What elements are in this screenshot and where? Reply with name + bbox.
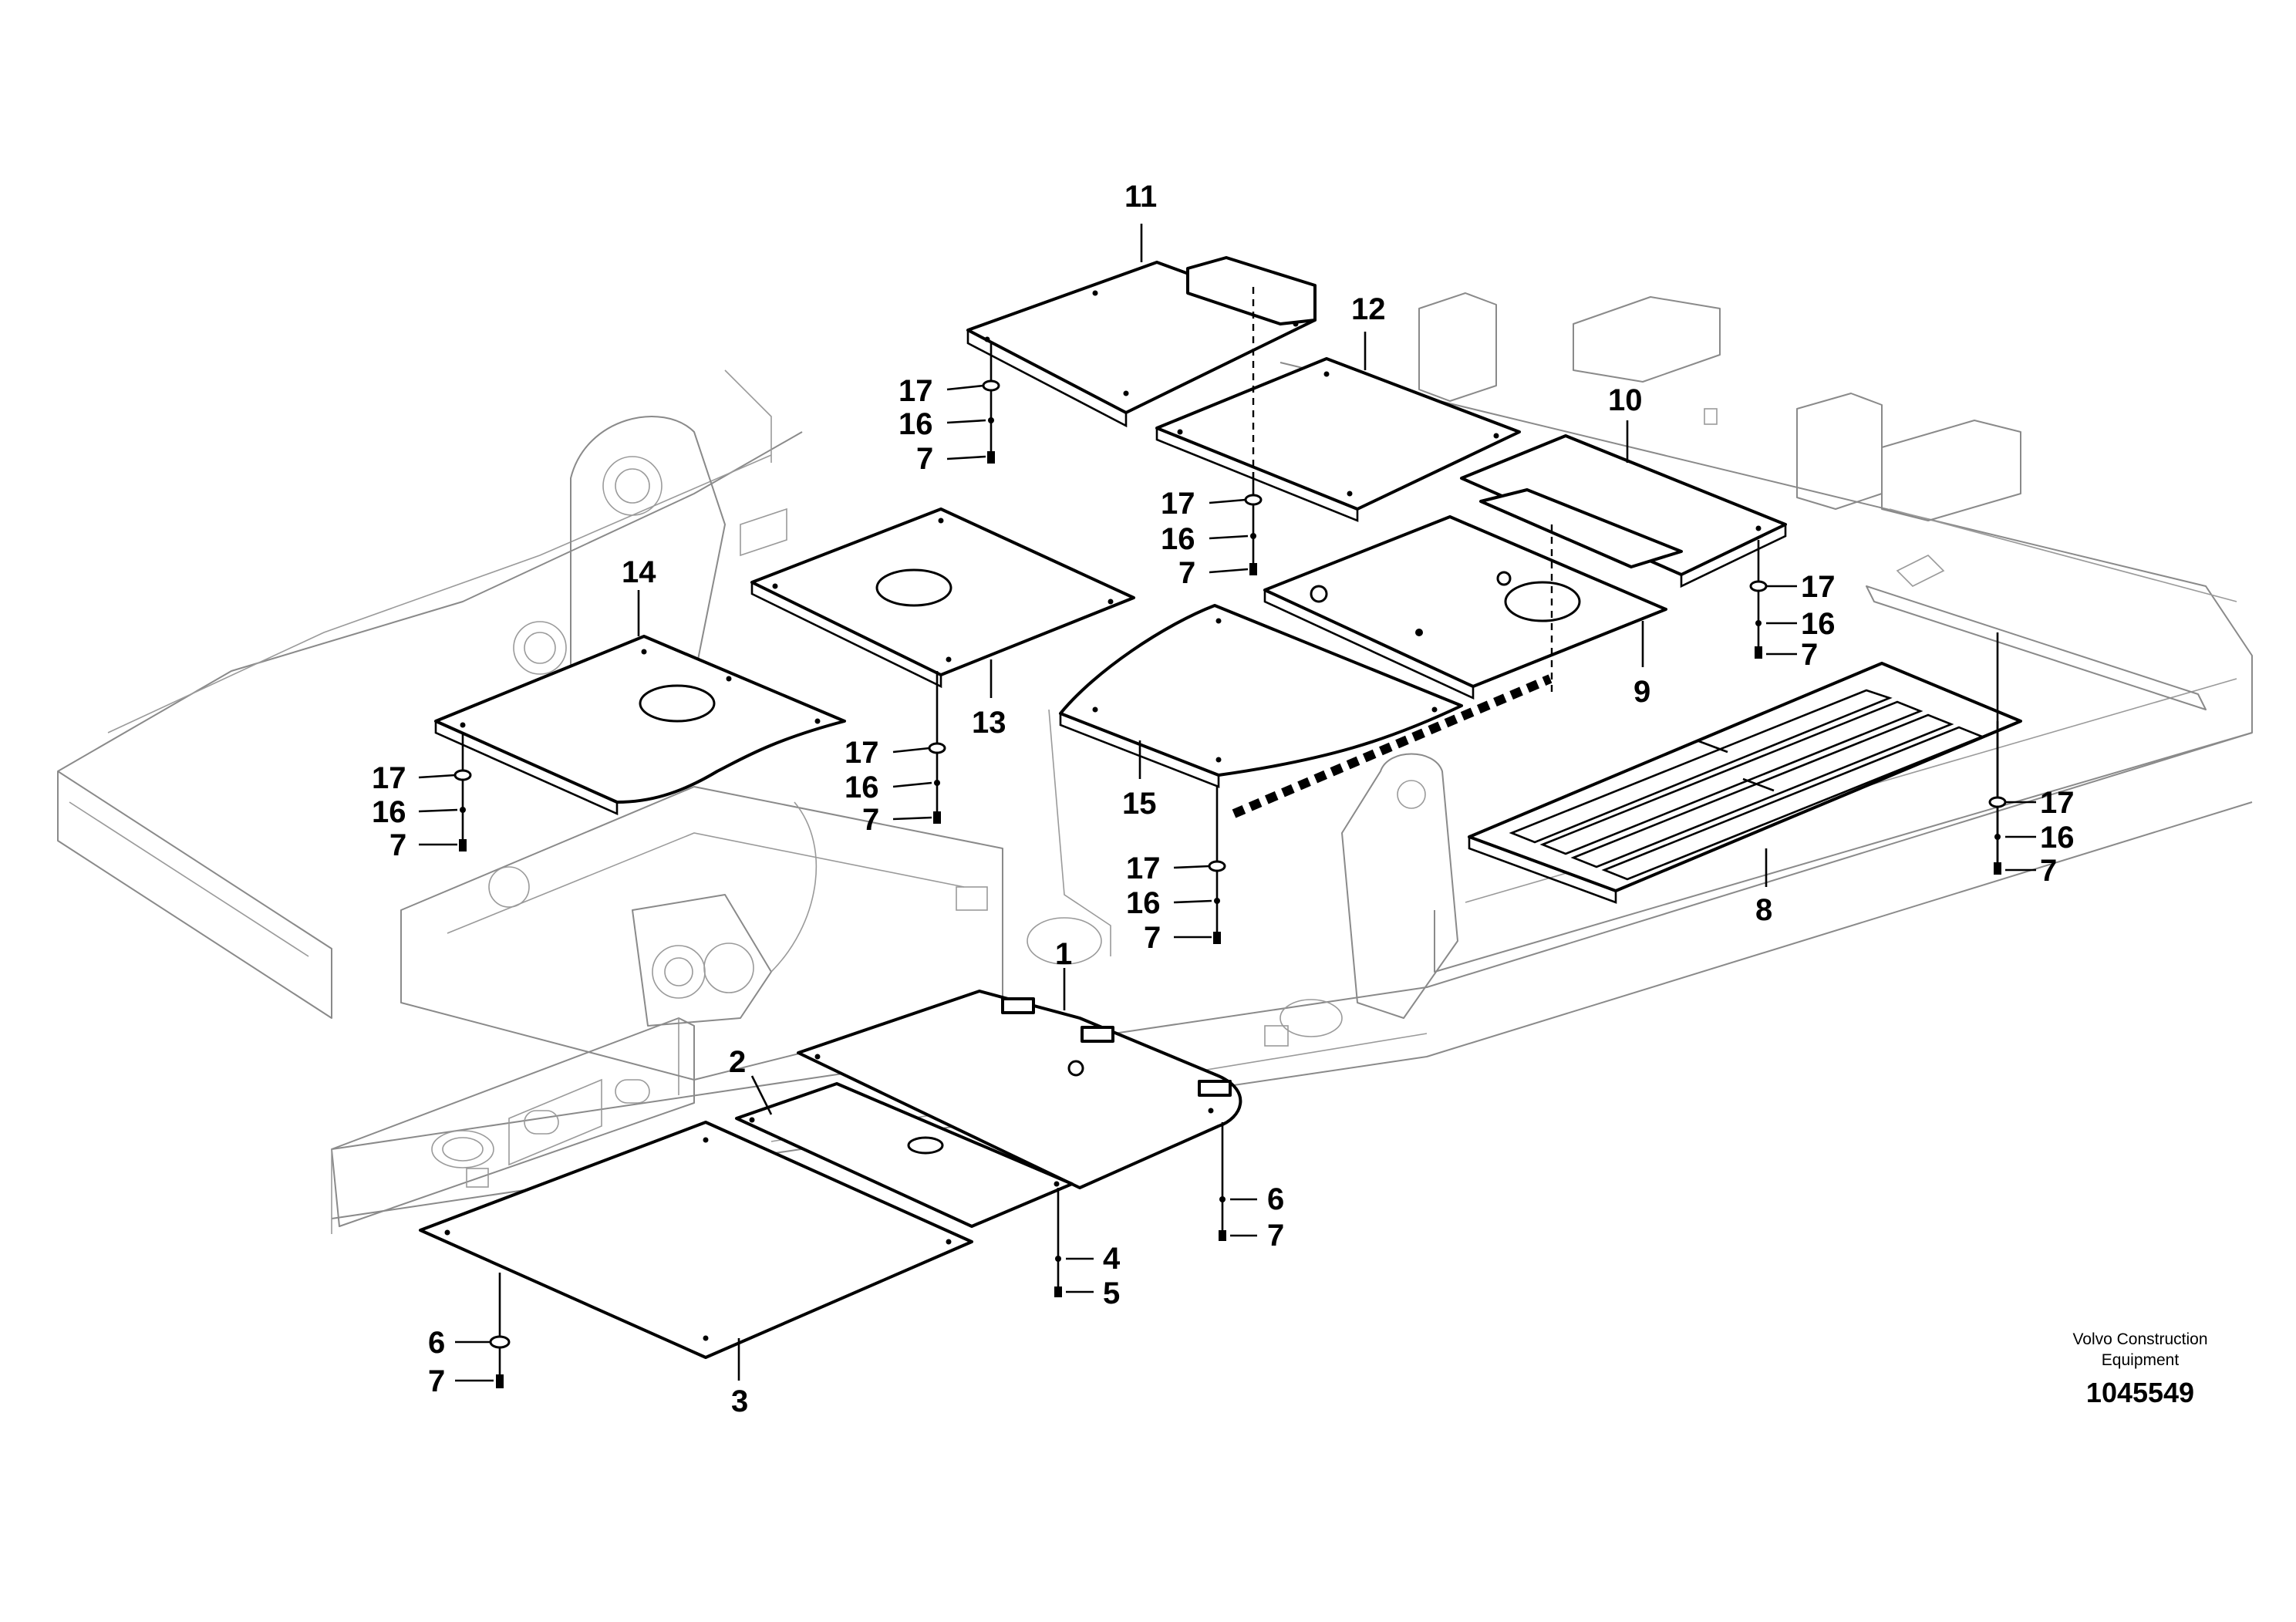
label-part-16-b: 16 (1161, 522, 1195, 556)
part-13-panel (750, 508, 1135, 689)
label-part-16-g: 16 (2040, 821, 2075, 855)
document-number: 1045549 (2086, 1377, 2194, 1408)
part-9-panel (1263, 515, 1667, 700)
part-3-panel (419, 1121, 973, 1359)
label-part-16-a: 16 (899, 407, 933, 441)
label-part-14: 14 (622, 555, 656, 589)
label-part-17-b: 17 (1161, 487, 1195, 521)
part-8-grille (1468, 662, 2022, 904)
label-part-16-e: 16 (372, 795, 406, 829)
brand-block: Volvo Construction Equipment 1045549 (2072, 1330, 2207, 1408)
label-part-13: 13 (972, 706, 1006, 740)
label-part-15: 15 (1122, 787, 1157, 821)
part-11-panel (966, 256, 1317, 428)
label-part-12: 12 (1351, 292, 1386, 326)
label-part-17-f: 17 (1126, 851, 1161, 885)
label-part-17-g: 17 (2040, 786, 2075, 820)
callout-labels: 11 12 10 9 13 14 15 8 1 2 3 4 5 6 7 6 7 … (372, 180, 2075, 1418)
brand-line-1: Volvo Construction (2072, 1330, 2207, 1348)
label-part-1: 1 (1055, 937, 1072, 971)
label-part-9: 9 (1633, 675, 1650, 709)
label-part-7-c: 7 (1801, 638, 1818, 672)
label-part-16-c: 16 (1801, 607, 1836, 641)
part-2-panel (735, 1082, 1074, 1228)
dashed-edge-15 (1232, 674, 1553, 818)
part-14-panel (434, 635, 846, 816)
label-part-7-left: 7 (428, 1364, 445, 1398)
label-part-16-f: 16 (1126, 886, 1161, 920)
label-part-10: 10 (1608, 383, 1643, 417)
label-part-7-d: 7 (862, 803, 879, 837)
label-part-4: 4 (1103, 1242, 1121, 1276)
label-part-11: 11 (1124, 180, 1157, 214)
label-part-7-a: 7 (916, 442, 933, 476)
label-part-6-left: 6 (428, 1326, 445, 1360)
label-part-16-d: 16 (845, 771, 879, 804)
label-leaders (418, 224, 2036, 1382)
label-part-3: 3 (731, 1384, 748, 1418)
label-part-7-f: 7 (1144, 921, 1161, 955)
label-part-7-right: 7 (1267, 1219, 1284, 1253)
label-part-17-d: 17 (845, 736, 879, 770)
part-12-panel (1155, 357, 1521, 522)
label-part-7-g: 7 (2040, 854, 2057, 888)
label-part-17-c: 17 (1801, 570, 1836, 604)
label-part-2: 2 (729, 1045, 746, 1079)
brand-line-2: Equipment (2102, 1351, 2180, 1369)
part-1-panel (797, 990, 1242, 1189)
label-part-7-b: 7 (1178, 556, 1195, 590)
label-part-8: 8 (1755, 893, 1772, 927)
label-part-17-a: 17 (899, 374, 933, 408)
part-10-panel (1460, 434, 1787, 588)
label-part-5: 5 (1103, 1276, 1120, 1310)
label-part-17-e: 17 (372, 761, 406, 795)
label-part-7-e: 7 (389, 828, 406, 862)
label-part-6-right: 6 (1267, 1182, 1284, 1216)
